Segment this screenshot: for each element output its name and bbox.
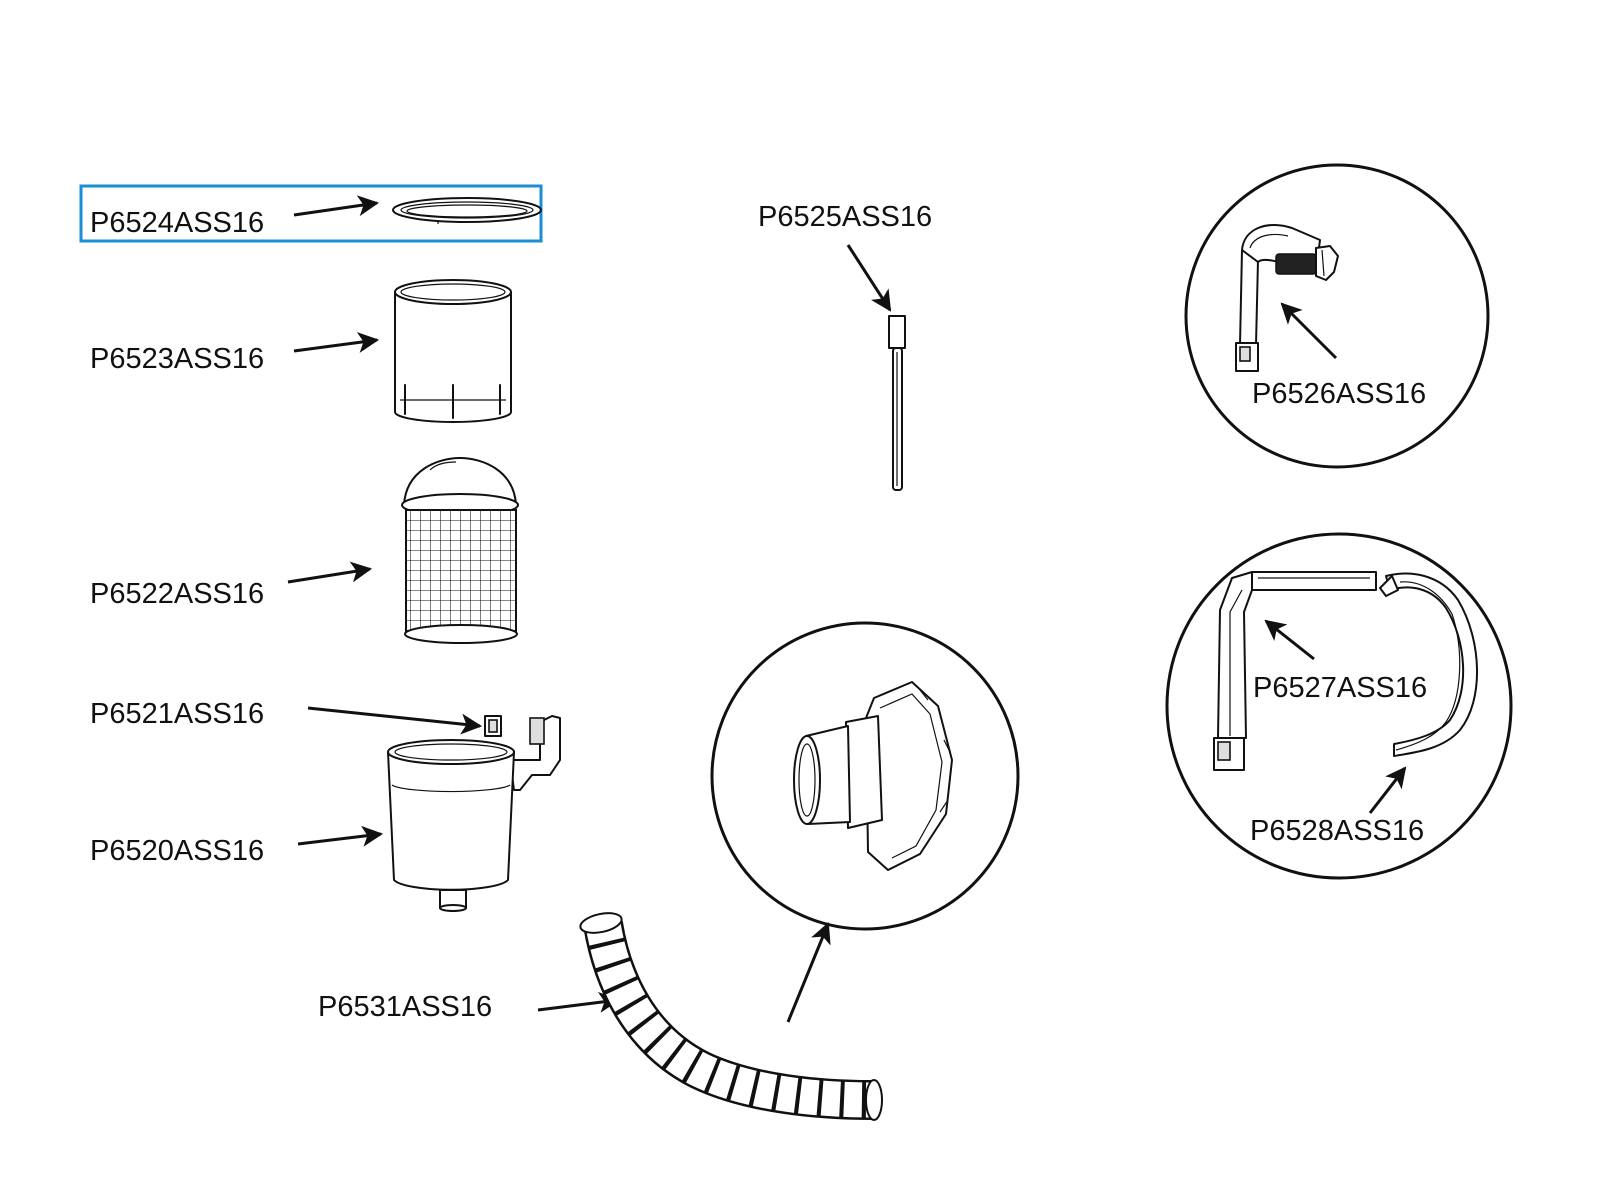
leader-arrow-p6528 (1368, 766, 1407, 814)
lid-ring-icon (392, 197, 542, 224)
part-label-p6522: P6522ASS16 (90, 578, 264, 610)
part-label-p6525: P6525ASS16 (758, 201, 932, 233)
detail-view-arms (1165, 532, 1513, 880)
filter-cartridge-icon (401, 457, 519, 644)
part-p6524[interactable]: P6524ASS16 (90, 195, 542, 239)
detail-circle (710, 621, 1020, 931)
detail-circle (1184, 163, 1490, 469)
part-label-p6528: P6528ASS16 (1250, 815, 1424, 847)
skimmer-housing-icon (387, 715, 561, 912)
part-label-p6520: P6520ASS16 (90, 835, 264, 867)
part-p6521[interactable]: P6521ASS16 (90, 698, 502, 737)
part-p6531[interactable]: P6531ASS16 (318, 910, 883, 1121)
leader-arrow-connector (786, 922, 831, 1023)
part-label-p6531: P6531ASS16 (318, 991, 492, 1023)
detail-view-hanger (1184, 163, 1490, 469)
detail-view-connector (710, 621, 1020, 931)
leader-arrow-p6522 (287, 561, 373, 584)
leader-arrow-p6521 (307, 706, 483, 735)
part-label-p6521: P6521ASS16 (90, 698, 264, 730)
leader-arrow-p6527 (1264, 619, 1315, 661)
leader-arrow-p6526 (1280, 302, 1338, 360)
part-label-p6524: P6524ASS16 (90, 207, 264, 239)
part-label-p6527: P6527ASS16 (1253, 672, 1427, 704)
support-arm-icon (1213, 571, 1377, 771)
part-label-p6523: P6523ASS16 (90, 343, 264, 375)
selection-highlight (79, 184, 543, 243)
part-p6526[interactable]: P6526ASS16 (1235, 224, 1426, 410)
rod-icon (888, 315, 906, 491)
leader-arrow-p6524 (293, 195, 380, 217)
part-p6528[interactable]: P6528ASS16 (1250, 572, 1479, 847)
part-p6525[interactable]: P6525ASS16 (758, 201, 932, 491)
part-p6522[interactable]: P6522ASS16 (90, 457, 519, 644)
part-p6527[interactable]: P6527ASS16 (1213, 571, 1427, 771)
detail-circle (1165, 532, 1513, 880)
hose-icon (579, 912, 883, 1121)
leader-arrow-p6523 (293, 332, 380, 353)
part-label-p6526: P6526ASS16 (1252, 378, 1426, 410)
skimmer-cover-icon (394, 279, 512, 423)
leader-arrow-p6520 (297, 825, 384, 847)
curved-arm-icon (1379, 572, 1479, 757)
part-p6520[interactable]: P6520ASS16 (90, 715, 561, 912)
hanger-bracket-icon (1235, 224, 1339, 372)
leader-arrow-p6525 (846, 244, 892, 312)
part-p6523[interactable]: P6523ASS16 (90, 279, 512, 423)
leader-arrow-p6531 (537, 991, 621, 1013)
clip-icon (484, 715, 502, 737)
hose-connector-icon (793, 681, 953, 871)
